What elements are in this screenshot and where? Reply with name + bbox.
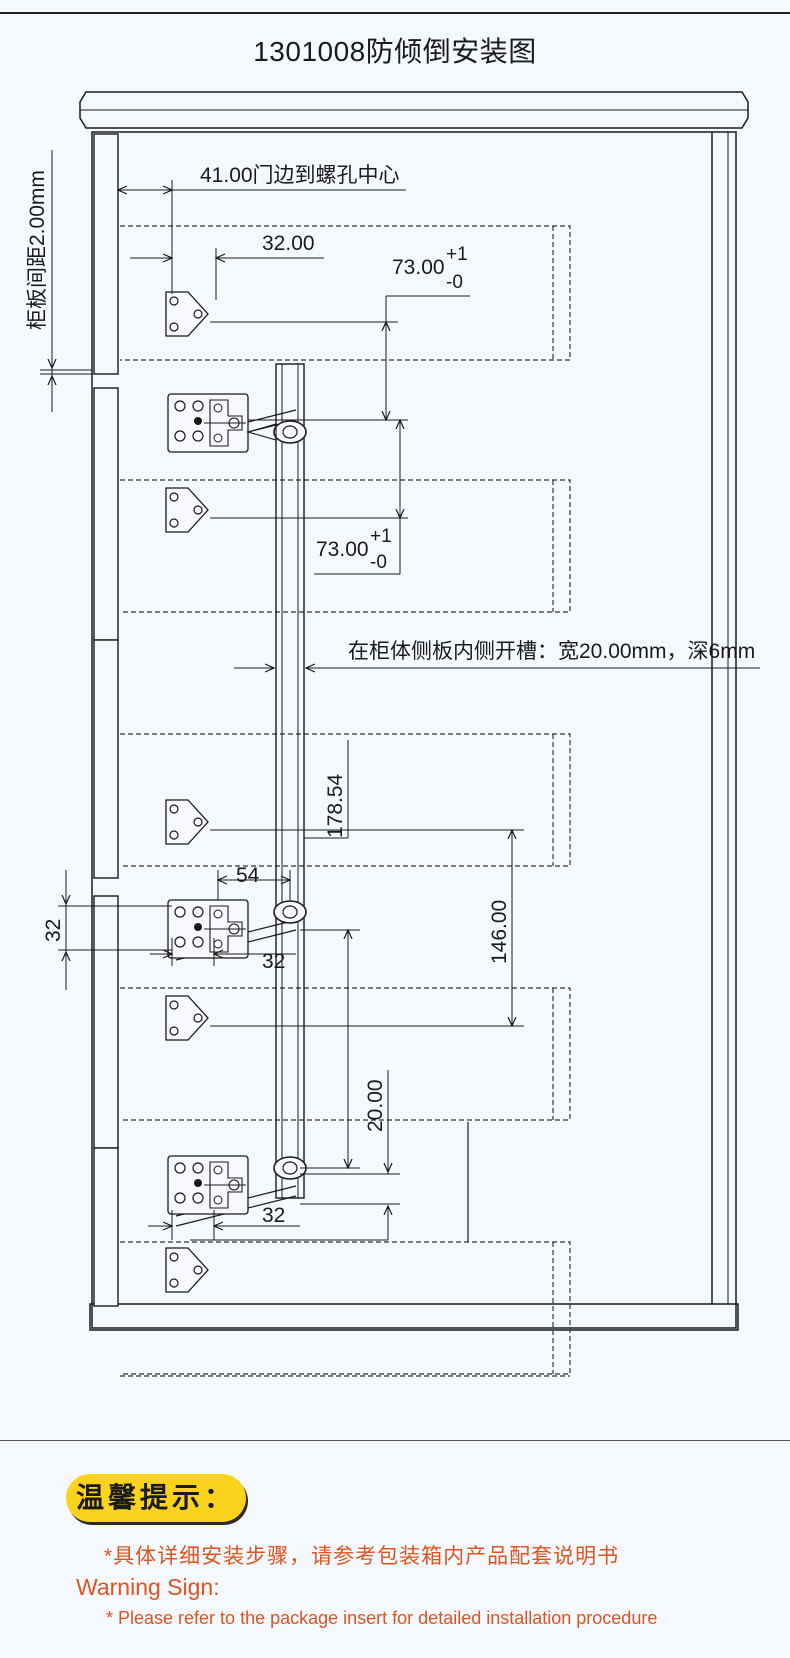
cabinet-top [79,91,749,129]
cabinet-body [89,131,739,1331]
warning-title: Warning Sign: [76,1574,220,1600]
dimension-lines [40,150,760,1241]
hardware-assembly-1 [165,291,307,533]
page-title: 1301008防倾倒安装图 [253,36,537,67]
drawers [120,225,571,1375]
d32-left-label: 32 [42,919,65,942]
d32-b-label: 32 [262,1204,285,1227]
vertical-rail [275,363,305,1199]
spacing-mid-tol-plus: +1 [370,526,392,547]
d54-label: 54 [236,864,260,887]
tip-badge: 温馨提示： [66,1474,246,1522]
installation-drawing: 柜板间距2.00mm 41.00门边到螺孔中心 32.00 73.00 +1 -… [26,91,760,1377]
width-32-label: 32.00 [262,232,315,255]
note-cn: *具体详细安装步骤，请参考包装箱内产品配套说明书 [104,1545,620,1568]
gap-label: 柜板间距2.00mm [26,170,49,330]
spacing-top-tol-minus: -0 [446,272,463,293]
d14600-label: 146.00 [488,900,511,964]
groove-note: 在柜体侧板内侧开槽：宽20.00mm，深6mm [348,640,755,663]
d17854-label: 178.54 [324,773,347,838]
warning-text: * Please refer to the package insert for… [106,1608,658,1628]
spacing-mid-label: 73.00 [316,538,369,561]
door-panels [93,133,119,1307]
door-edge-label: 41.00门边到螺孔中心 [200,164,400,187]
spacing-top-tol-plus: +1 [446,244,468,265]
d2000-label: 20.00 [364,1079,387,1132]
top-rule [0,12,790,14]
hardware-assembly-2 [165,799,307,1041]
d32-a-label: 32 [262,950,285,973]
bottom-rule [0,1440,790,1441]
spacing-mid-tol-minus: -0 [370,552,387,573]
spacing-top-label: 73.00 [392,256,445,279]
